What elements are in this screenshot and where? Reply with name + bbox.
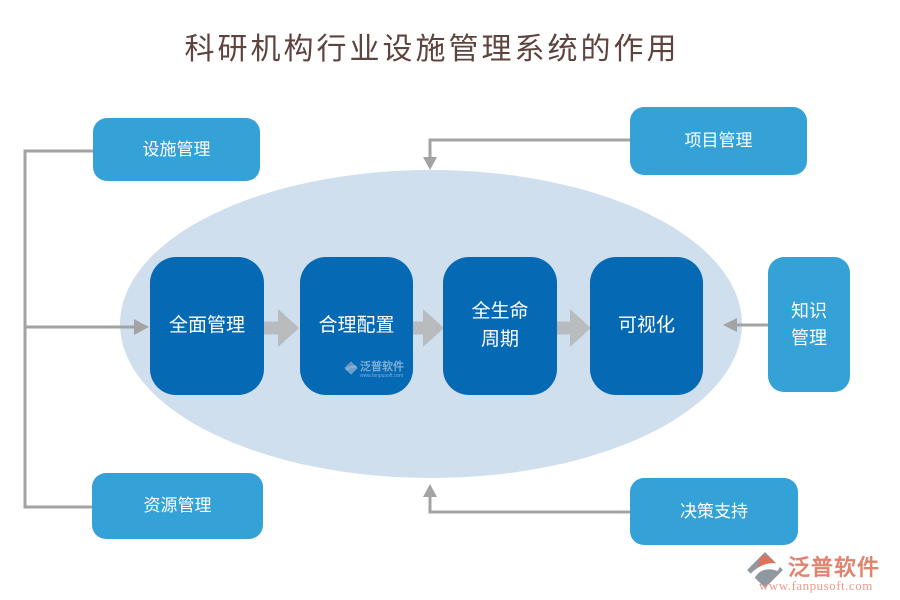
step-label: 可视化 [617,315,675,337]
step-label: 全面管理 [168,315,245,337]
step-label: 全生命 周期 [471,301,529,350]
step-reasonable-configuration: 合理配置 [300,257,413,395]
node-label: 项目管理 [684,131,753,151]
brand-footer: 泛普软件 www.fanpusoft.com [746,551,896,595]
watermark-logo-icon [344,361,358,375]
decision-connector [428,497,630,514]
node-facility-management: 设施管理 [93,118,260,181]
project-connector [428,138,630,157]
node-resource-management: 资源管理 [92,473,263,539]
center-watermark: 泛普软件 www.fanpusoft.com [344,361,404,379]
brand-url: www.fanpusoft.com [759,578,873,593]
node-label: 设施管理 [142,139,211,159]
node-label: 决策支持 [680,501,748,521]
step-label: 合理配置 [318,315,395,337]
node-label: 知识 管理 [791,300,827,348]
up-arrowhead-icon [423,484,437,497]
step-full-lifecycle: 全生命 周期 [443,257,557,395]
down-arrowhead-icon [423,157,437,170]
step-visualization: 可视化 [590,257,703,395]
block-arrow-icon [555,309,591,347]
block-arrow-icon [411,309,444,347]
watermark-brand-name: 泛普软件 [360,361,404,373]
fanpu-logo-icon [747,552,783,588]
node-label: 资源管理 [143,496,212,516]
left-point-arrowhead-icon [723,318,737,332]
node-project-management: 项目管理 [630,107,807,175]
node-decision-support: 决策支持 [630,478,798,545]
left-arrowhead-icon [134,319,149,335]
page-title: 科研机构行业设施管理系统的作用 [184,33,680,66]
left-bracket-connector [23,149,93,509]
watermark-url: www.fanpusoft.com [360,373,404,379]
brand-name: 泛普软件 [788,555,881,580]
node-knowledge-management: 知识 管理 [768,257,850,392]
block-arrow-icon [262,309,299,347]
step-comprehensive-management: 全面管理 [150,257,264,395]
